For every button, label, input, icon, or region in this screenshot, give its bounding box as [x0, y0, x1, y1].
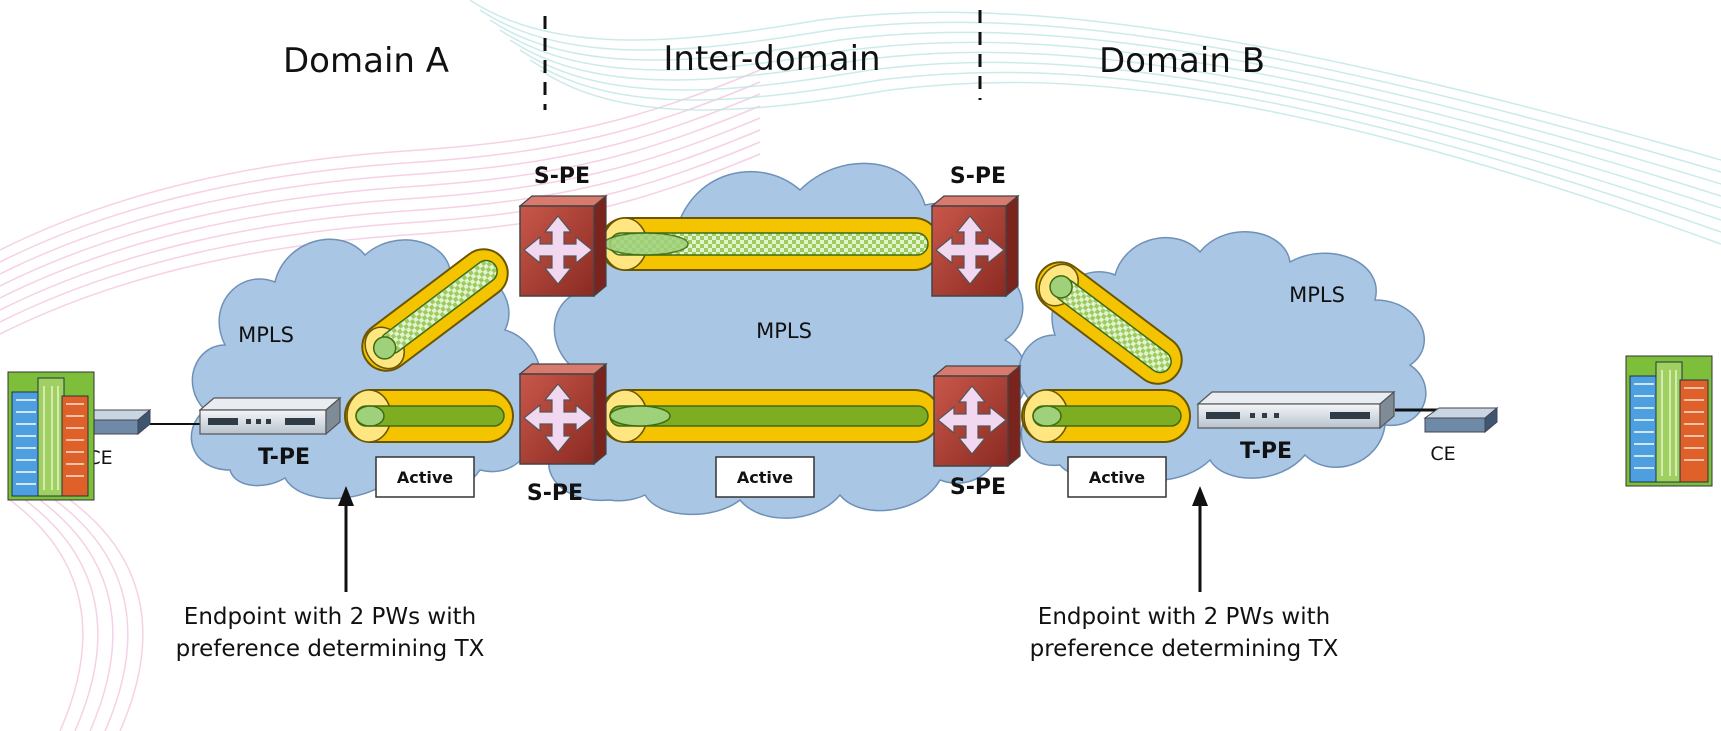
tpe-device-right: [1196, 390, 1396, 430]
tunnel-active-inter-domain: [599, 389, 941, 443]
tunnel-standby-domain-a: [361, 248, 509, 372]
spe-label-bottom-left: S-PE: [527, 481, 583, 506]
spe-label-top-right: S-PE: [950, 164, 1006, 189]
tpe-label-left: T-PE: [258, 445, 310, 470]
spe-label-bottom-right: S-PE: [950, 475, 1006, 500]
endpoint-note-right-line-2: preference determining TX: [1030, 636, 1339, 662]
active-label-domain-a: Active: [397, 468, 453, 487]
arrow-left-endpoint: [338, 486, 354, 592]
inter-domain-label: Inter-domain: [663, 39, 880, 79]
tunnel-active-domain-a: [344, 389, 514, 443]
tpe-device-left: [198, 396, 342, 436]
ce-label-right: CE: [1430, 443, 1455, 465]
tunnel-standby-domain-b: [1035, 261, 1183, 385]
active-box-inter-domain: Active: [715, 456, 815, 498]
building-icon-left: [7, 371, 95, 501]
active-box-domain-a: Active: [375, 456, 475, 498]
domain-a-label: Domain A: [283, 41, 449, 81]
background-swoosh-pink: [0, 69, 761, 731]
spe-router-top-left: [518, 194, 608, 298]
endpoint-note-right-line-1: Endpoint with 2 PWs with: [1038, 604, 1330, 630]
tunnel-standby-inter-domain: [599, 217, 941, 271]
endpoint-note-left-line-1: Endpoint with 2 PWs with: [184, 604, 476, 630]
building-icon-right: [1625, 355, 1713, 487]
spe-router-top-right: [930, 194, 1020, 298]
ce-device-right: [1423, 406, 1499, 434]
active-box-domain-b: Active: [1067, 456, 1167, 498]
arrow-right-endpoint: [1192, 486, 1208, 592]
spe-router-bottom-right: [932, 364, 1022, 468]
active-label-inter-domain: Active: [737, 468, 793, 487]
background-swoosh-teal: [469, 0, 1721, 245]
mpls-label-left: MPLS: [238, 323, 294, 347]
spe-label-top-left: S-PE: [534, 164, 590, 189]
mpls-label-right: MPLS: [1289, 283, 1345, 307]
tpe-label-right: T-PE: [1240, 439, 1292, 464]
active-label-domain-b: Active: [1089, 468, 1145, 487]
domain-b-label: Domain B: [1099, 41, 1265, 81]
endpoint-note-left-line-2: preference determining TX: [176, 636, 485, 662]
tunnel-active-domain-b: [1021, 389, 1191, 443]
mpls-label-center: MPLS: [756, 319, 812, 343]
spe-router-bottom-left: [518, 362, 608, 466]
